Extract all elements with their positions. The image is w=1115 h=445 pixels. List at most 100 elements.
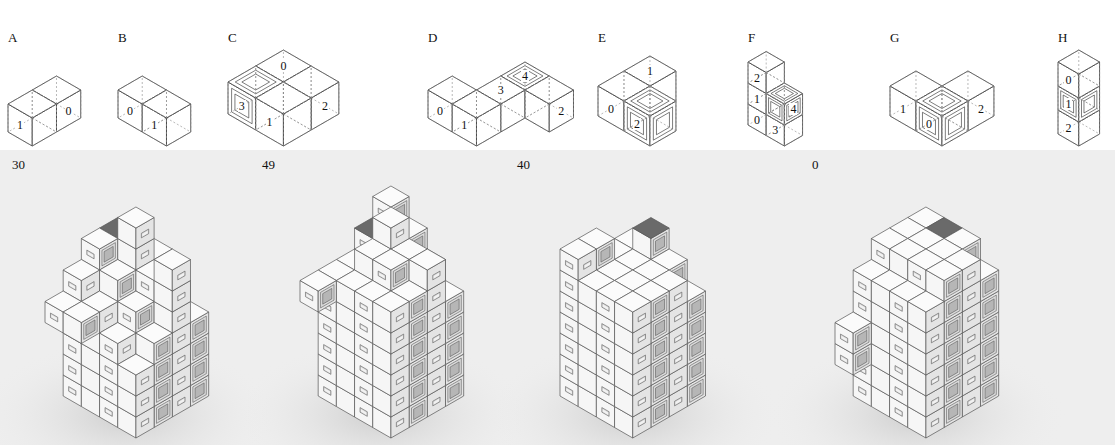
frame-opening-inner <box>1063 95 1073 113</box>
hidden-edge <box>784 125 802 136</box>
window-opening <box>360 345 367 354</box>
window-opening <box>565 261 572 270</box>
hidden-edge <box>784 125 785 146</box>
window-glass <box>878 252 883 258</box>
hidden-edge <box>118 90 142 104</box>
hidden-edge <box>748 125 766 136</box>
window-opening <box>565 282 572 291</box>
window-glass <box>434 357 439 363</box>
module-diagram <box>428 62 573 146</box>
hidden-edge <box>311 98 339 114</box>
window-opening <box>895 408 902 417</box>
hidden-edge <box>452 104 476 118</box>
frame-opening-inner <box>630 112 643 135</box>
hidden-edge <box>1078 98 1079 122</box>
window-glass <box>639 357 644 363</box>
window-opening <box>178 334 185 343</box>
hidden-edge <box>766 125 784 136</box>
cube-face <box>373 207 409 228</box>
frame-opening-inner <box>655 320 664 336</box>
module-diagram <box>228 50 339 146</box>
window-opening <box>396 313 403 322</box>
window-glass <box>675 315 680 321</box>
hidden-edge <box>283 82 311 98</box>
hidden-edge <box>650 131 676 146</box>
hidden-edge <box>1078 122 1079 146</box>
hidden-edge <box>650 86 676 101</box>
hidden-edge <box>890 101 916 116</box>
frame-opening-inner <box>858 351 867 367</box>
window-opening <box>360 303 367 312</box>
frame-opening <box>631 90 669 112</box>
window-opening <box>968 334 975 343</box>
window-opening <box>433 271 440 280</box>
hidden-edge <box>166 90 167 118</box>
frame-opening-inner <box>985 341 994 357</box>
window-glass <box>306 294 311 300</box>
frame-opening-inner <box>692 341 701 357</box>
hidden-edge <box>650 86 676 101</box>
hidden-edge <box>766 62 784 73</box>
window-opening <box>178 292 185 301</box>
window-opening <box>433 334 440 343</box>
hidden-edge <box>1058 98 1079 110</box>
hidden-edge <box>784 115 802 126</box>
module-letter: E <box>598 31 606 44</box>
window-glass <box>896 325 901 331</box>
hidden-edge <box>118 104 142 118</box>
cube-number: 0 <box>436 105 444 117</box>
hidden-edge <box>675 71 676 101</box>
hidden-edge <box>452 90 476 104</box>
window-glass <box>397 231 402 237</box>
window-opening <box>360 408 367 417</box>
window-glass <box>932 315 937 321</box>
hidden-edge <box>1058 134 1079 146</box>
hidden-edge <box>311 66 339 82</box>
hidden-edge <box>916 101 942 116</box>
hidden-edge <box>142 104 143 132</box>
cube-face <box>926 260 962 281</box>
hidden-edge <box>748 73 766 84</box>
hidden-edge <box>142 118 166 132</box>
hidden-edge <box>1058 62 1059 86</box>
hidden-edge <box>549 118 573 132</box>
frame-opening-inner <box>985 299 994 315</box>
frame-opening-inner <box>601 246 610 262</box>
hidden-edge <box>1078 50 1079 74</box>
hidden-edge <box>766 104 784 115</box>
window-glass <box>639 420 644 426</box>
hidden-edge <box>32 104 56 118</box>
hidden-edge <box>118 118 142 132</box>
hidden-edge <box>802 94 803 115</box>
hidden-edge <box>32 118 33 146</box>
hidden-edge <box>784 104 785 125</box>
window-glass <box>179 357 184 363</box>
hidden-edge <box>118 76 142 90</box>
hidden-edge <box>766 83 784 94</box>
hidden-edge <box>623 71 624 101</box>
hidden-edge <box>1079 74 1100 86</box>
hidden-edge <box>283 98 311 114</box>
frame-opening-inner <box>414 320 423 336</box>
hidden-edge <box>428 118 452 132</box>
hidden-edge <box>501 118 525 132</box>
window-opening <box>968 376 975 385</box>
window-glass <box>70 283 75 289</box>
cube-number: 2 <box>321 100 329 112</box>
window-opening <box>141 376 148 385</box>
cube-face <box>908 291 944 312</box>
window-glass <box>88 252 93 258</box>
window-glass <box>841 336 846 342</box>
window-glass <box>969 273 974 279</box>
frame-opening-inner <box>414 404 423 420</box>
window-glass <box>179 315 184 321</box>
cube-number: 1 <box>1064 98 1072 110</box>
window-opening <box>178 355 185 364</box>
window-opening <box>931 376 938 385</box>
hidden-edge <box>8 90 32 104</box>
window-glass <box>434 399 439 405</box>
hidden-edge <box>255 98 256 130</box>
window-opening <box>105 313 112 322</box>
hidden-edge <box>32 118 56 132</box>
window-opening <box>913 271 920 280</box>
